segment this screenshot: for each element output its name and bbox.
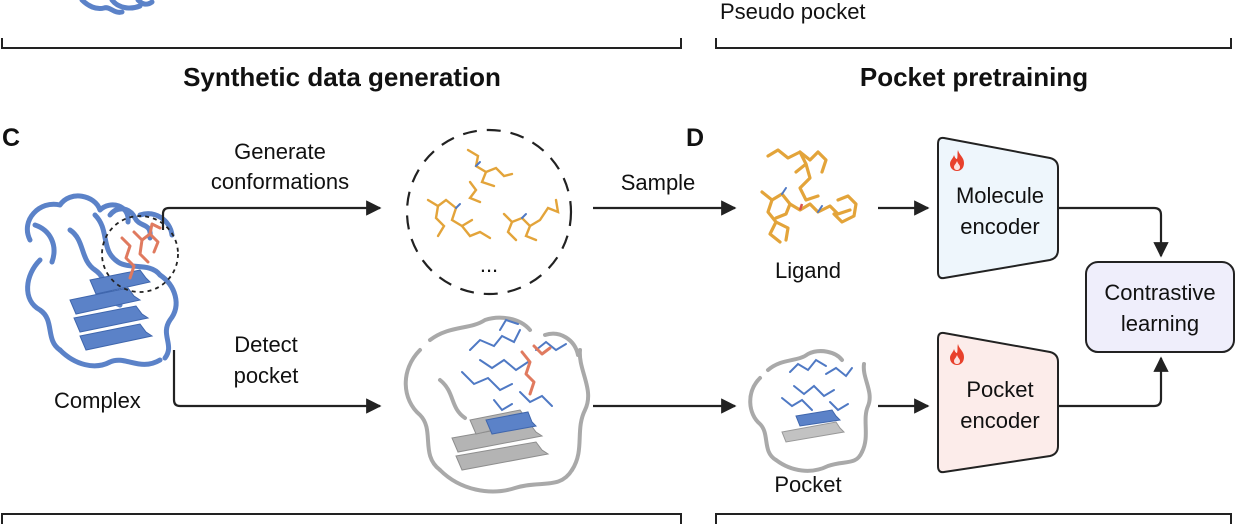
pseudo-pocket-label: Pseudo pocket (720, 0, 866, 24)
conformations-circle (405, 128, 573, 296)
section-title-synthetic: Synthetic data generation (183, 62, 501, 92)
generate-label-line1: Generate (234, 139, 326, 164)
arrow-detect (172, 350, 382, 414)
conformations-ellipsis: ... (480, 252, 498, 277)
pocket-encoder-line2: encoder (960, 408, 1040, 433)
complex-ligand (120, 222, 162, 280)
section-title-pretraining: Pocket pretraining (860, 62, 1088, 92)
arrow-molecule-to-contrastive (1058, 206, 1169, 258)
pocket-encoder-line1: Pocket (966, 377, 1033, 402)
left-bracket-top (1, 38, 682, 49)
conformation-ligands (426, 148, 560, 242)
complex-label: Complex (54, 388, 141, 413)
contrastive-learning-box: Contrastive learning (1085, 261, 1235, 353)
contrastive-line2: learning (1121, 311, 1199, 336)
pocket-highlight-circle (101, 215, 179, 293)
molecule-encoder-line1: Molecule (956, 183, 1044, 208)
right-bracket-bottom (715, 513, 1232, 524)
left-bracket-bottom (1, 513, 682, 524)
ligand-label: Ligand (775, 258, 841, 283)
detect-label-line1: Detect (234, 332, 298, 357)
contrastive-line1: Contrastive (1104, 280, 1215, 305)
arrow-pocket-to-contrastive (1058, 356, 1169, 408)
sample-label: Sample (621, 170, 696, 195)
right-bracket-top (715, 38, 1232, 49)
panel-d-label: D (686, 124, 704, 152)
pocket-label: Pocket (774, 472, 841, 497)
pocket-encoder: Pocket encoder (937, 331, 1059, 474)
detected-pocket-protein (403, 315, 591, 494)
detect-label-line2: pocket (234, 363, 299, 388)
generate-label-line2: conformations (211, 169, 349, 194)
pocket-structure (748, 349, 872, 473)
molecule-encoder-line2: encoder (960, 214, 1040, 239)
complex-protein (24, 193, 179, 369)
ligand-structure (760, 148, 858, 244)
molecule-encoder: Molecule encoder (937, 136, 1059, 280)
arrow-generate (161, 200, 382, 230)
panel-c-label: C (2, 124, 20, 152)
top-protein-fragment (79, 0, 155, 15)
detected-pocket-residues (461, 318, 567, 412)
